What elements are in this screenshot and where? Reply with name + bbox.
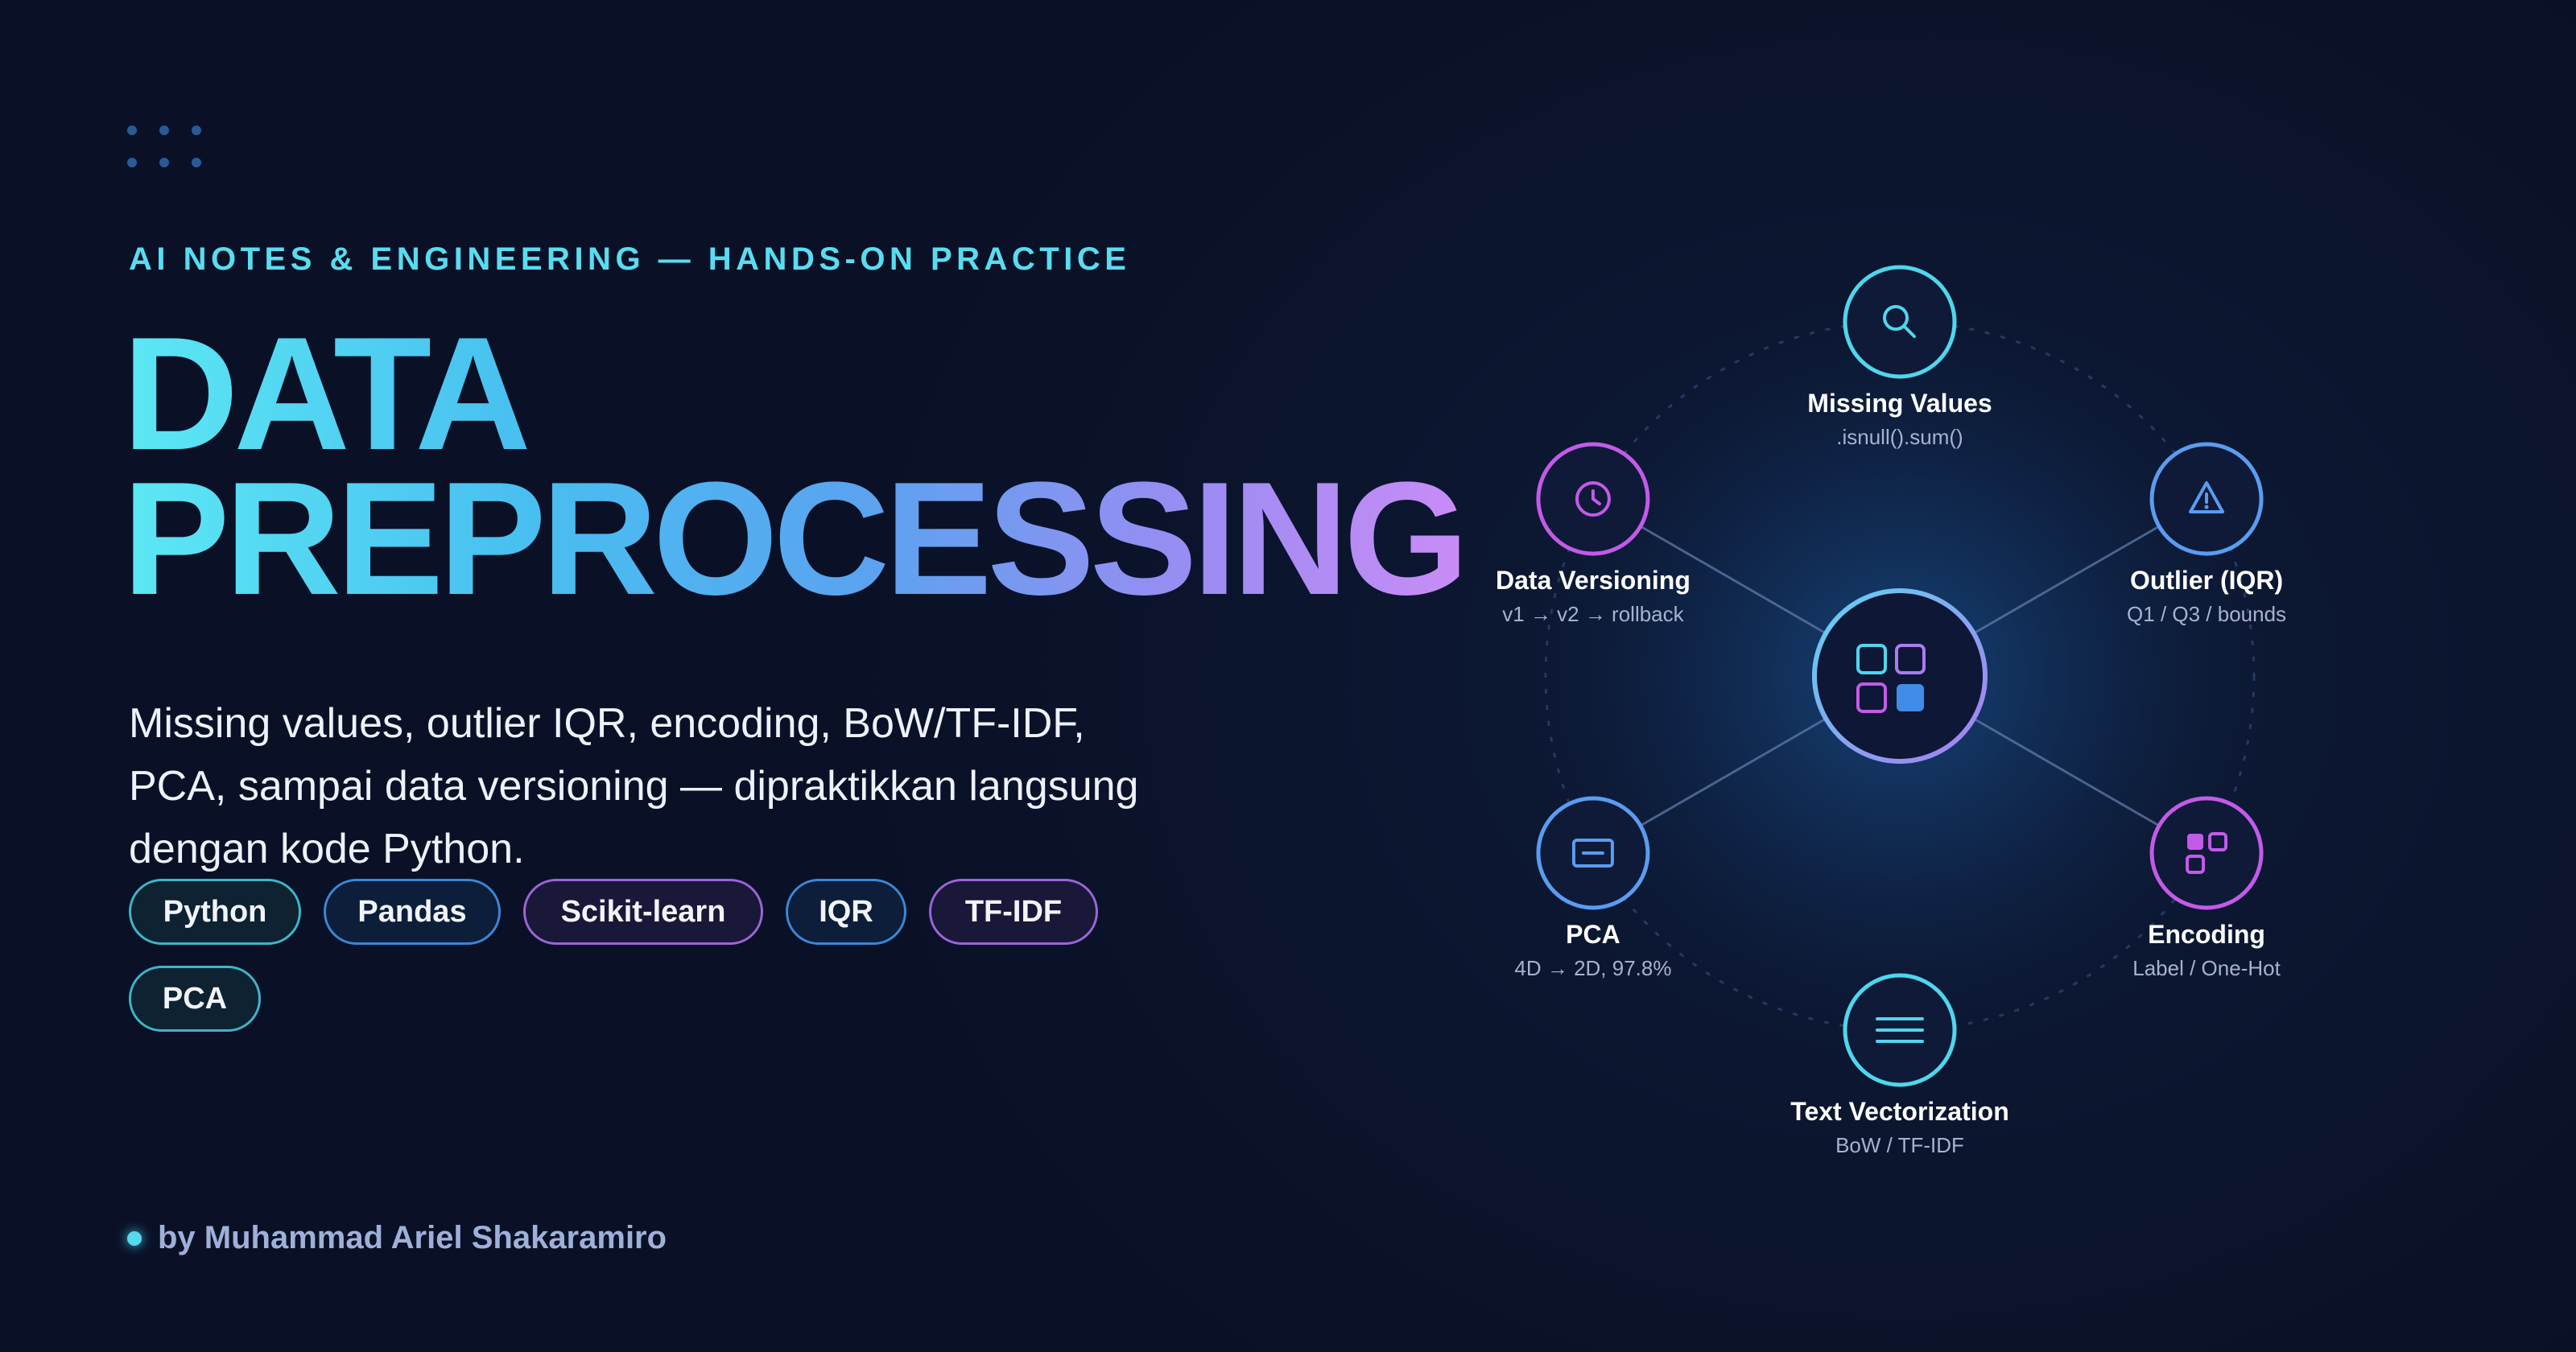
node-subtitle: BoW / TF-IDF [1835,1133,1964,1157]
node-title: Outlier (IQR) [2130,566,2283,595]
connector-line-outlier-iqr [1973,525,2160,635]
node-subtitle: 4D → 2D, 97.8% [1514,956,1671,980]
node-title: Encoding [2148,920,2265,949]
rectangle-minus-icon [1571,839,1614,868]
diagram-nodes: Missing Values .isnull().sum() Outlier (IQ… [1496,265,2286,1157]
text-lines-icon [1876,1017,1924,1043]
decorative-dots [127,126,208,174]
description: Missing values, outlier IQR, encoding, B… [129,700,1139,872]
clock-icon [1575,481,1611,517]
node-circle [1843,265,1957,379]
tag-python: Python [129,879,301,945]
author-credit: by Muhammad Ariel Shakaramiro [127,1220,667,1256]
kicker-text: AI NOTES & ENGINEERING — HANDS-ON PRACTI… [129,241,1131,277]
connector-line-data-versioning [1640,525,1827,635]
node-title: Text Vectorization [1790,1097,2008,1126]
node-title: Data Versioning [1496,566,1690,595]
warning-triangle-icon [2189,481,2225,513]
tag-pandas: Pandas [324,879,501,945]
search-icon [1883,305,1916,338]
author-name: by Muhammad Ariel Shakaramiro [158,1220,667,1255]
orbit-ring [1544,320,2256,1032]
node-circle [2149,796,2264,910]
node-subtitle: v1 → v2 → rollback [1502,602,1684,626]
tag-tf-idf: TF-IDF [929,879,1098,945]
node-subtitle: Q1 / Q3 / bounds [2127,602,2286,626]
blocks-icon [2186,832,2228,874]
node-data-versioning: Data Versioning v1 → v2 → rollback [1496,442,1690,626]
node-outlier-iqr: Outlier (IQR) Q1 / Q3 / bounds [2127,442,2286,626]
connector-line-pca [1640,717,1827,827]
node-subtitle: Label / One-Hot [2132,956,2281,980]
node-title: Missing Values [1807,389,1992,418]
tag-pca: PCA [129,966,261,1032]
center-hub [1812,588,1988,764]
tag-scikit-learn: Scikit-learn [523,879,763,945]
node-title: PCA [1566,920,1620,949]
node-pca: PCA 4D → 2D, 97.8% [1514,796,1671,980]
node-subtitle: .isnull().sum() [1836,425,1963,449]
grid-squares-icon [1856,644,1926,713]
author-bullet-dot [127,1230,142,1246]
connector-lines [1640,525,2160,827]
node-missing-values: Missing Values .isnull().sum() [1807,265,1992,449]
tag-iqr: IQR [786,879,906,945]
connector-line-encoding [1973,717,2160,827]
